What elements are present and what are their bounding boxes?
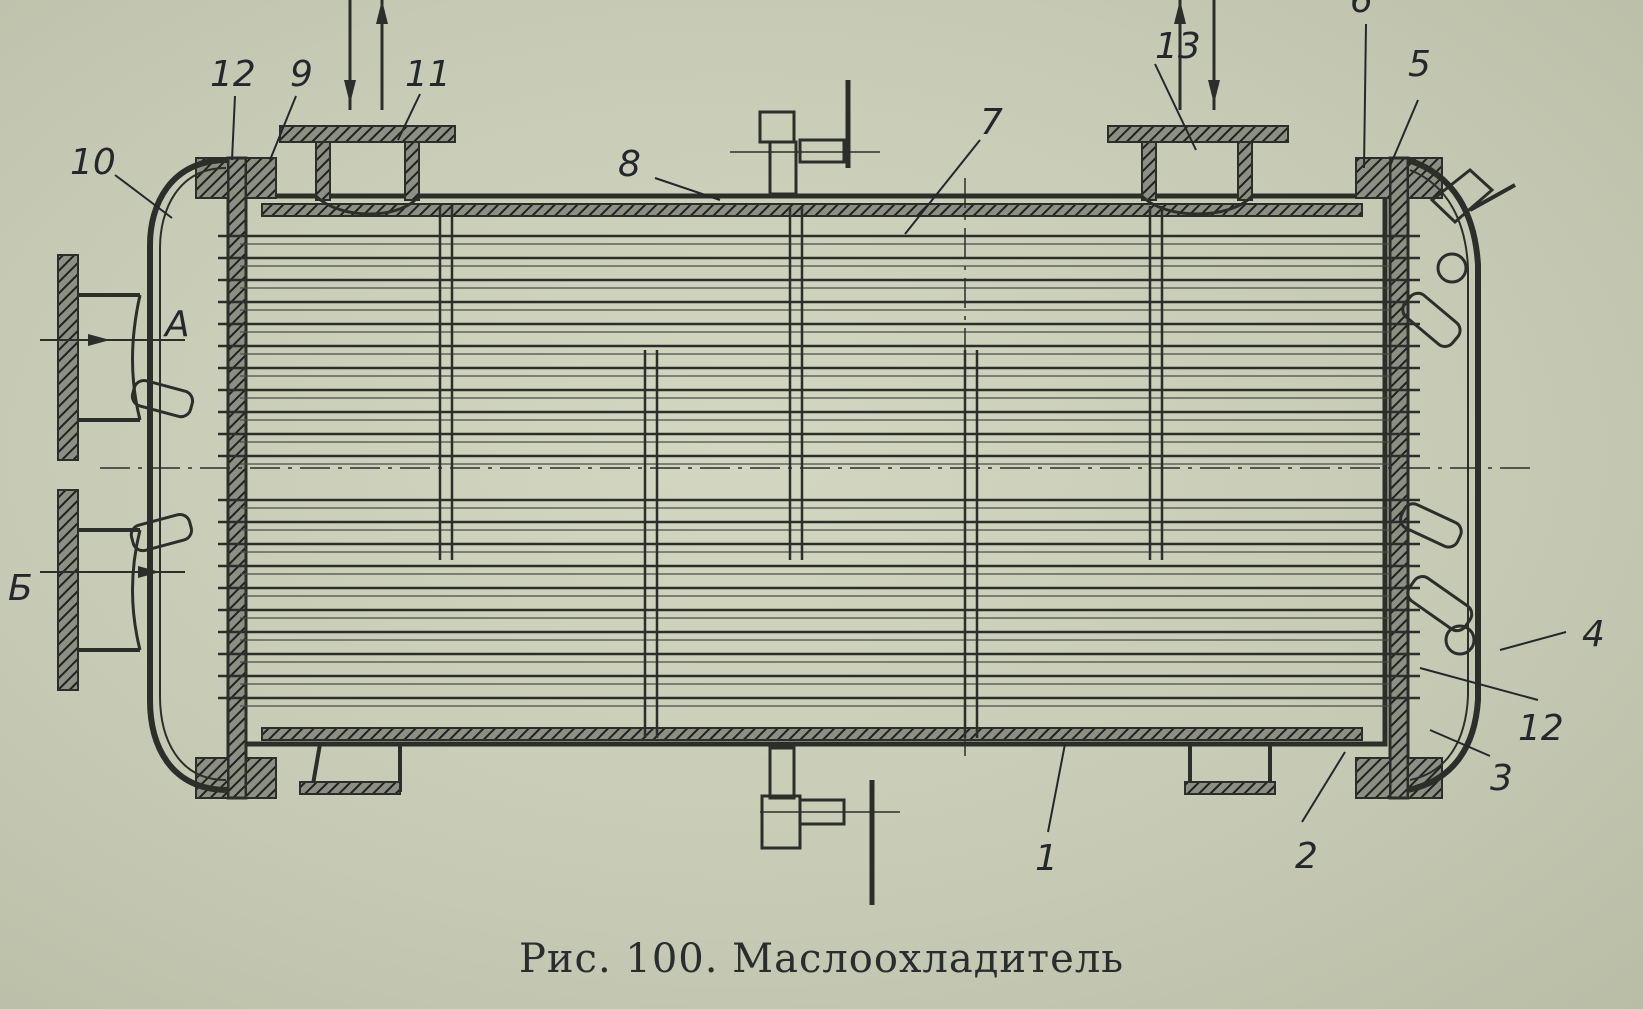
callout-2: 2 [1295, 836, 1318, 877]
callout-5: 5 [1408, 44, 1431, 85]
callout-6: 6 [1350, 0, 1373, 21]
baffles [438, 206, 1164, 738]
top-air-valve [730, 80, 880, 196]
callout-13: 13 [1155, 26, 1201, 67]
figure-caption: Рис. 100. Маслоохладитель [518, 936, 1125, 982]
callout-3: 3 [1490, 758, 1513, 799]
callout-11: 11 [405, 54, 451, 95]
right-head-cover [1399, 157, 1516, 793]
callout-B: Б [8, 568, 33, 609]
nozzle-13 [1107, 0, 1289, 216]
tube-bundle [218, 234, 1420, 707]
shell [237, 193, 1388, 747]
callout-9: 9 [290, 54, 313, 95]
bottom-drain-valve [760, 746, 900, 905]
callout-8: 8 [618, 144, 641, 185]
callout-12-top: 12 [210, 54, 256, 95]
callout-4: 4 [1582, 614, 1605, 655]
left-head-cover [40, 157, 229, 793]
callout-1: 1 [1035, 838, 1058, 879]
nozzle-11 [279, 0, 456, 216]
supports [299, 742, 1276, 795]
callout-12-bottom: 12 [1518, 708, 1564, 749]
callout-A: А [163, 304, 190, 345]
leader-lines [114, 23, 1567, 833]
callout-10: 10 [70, 142, 116, 183]
tube-sheets [195, 156, 1443, 800]
callout-7: 7 [980, 102, 1003, 143]
callout-labels: 1 2 3 4 5 6 7 8 9 10 11 12 12 13 А Б [8, 0, 1605, 879]
